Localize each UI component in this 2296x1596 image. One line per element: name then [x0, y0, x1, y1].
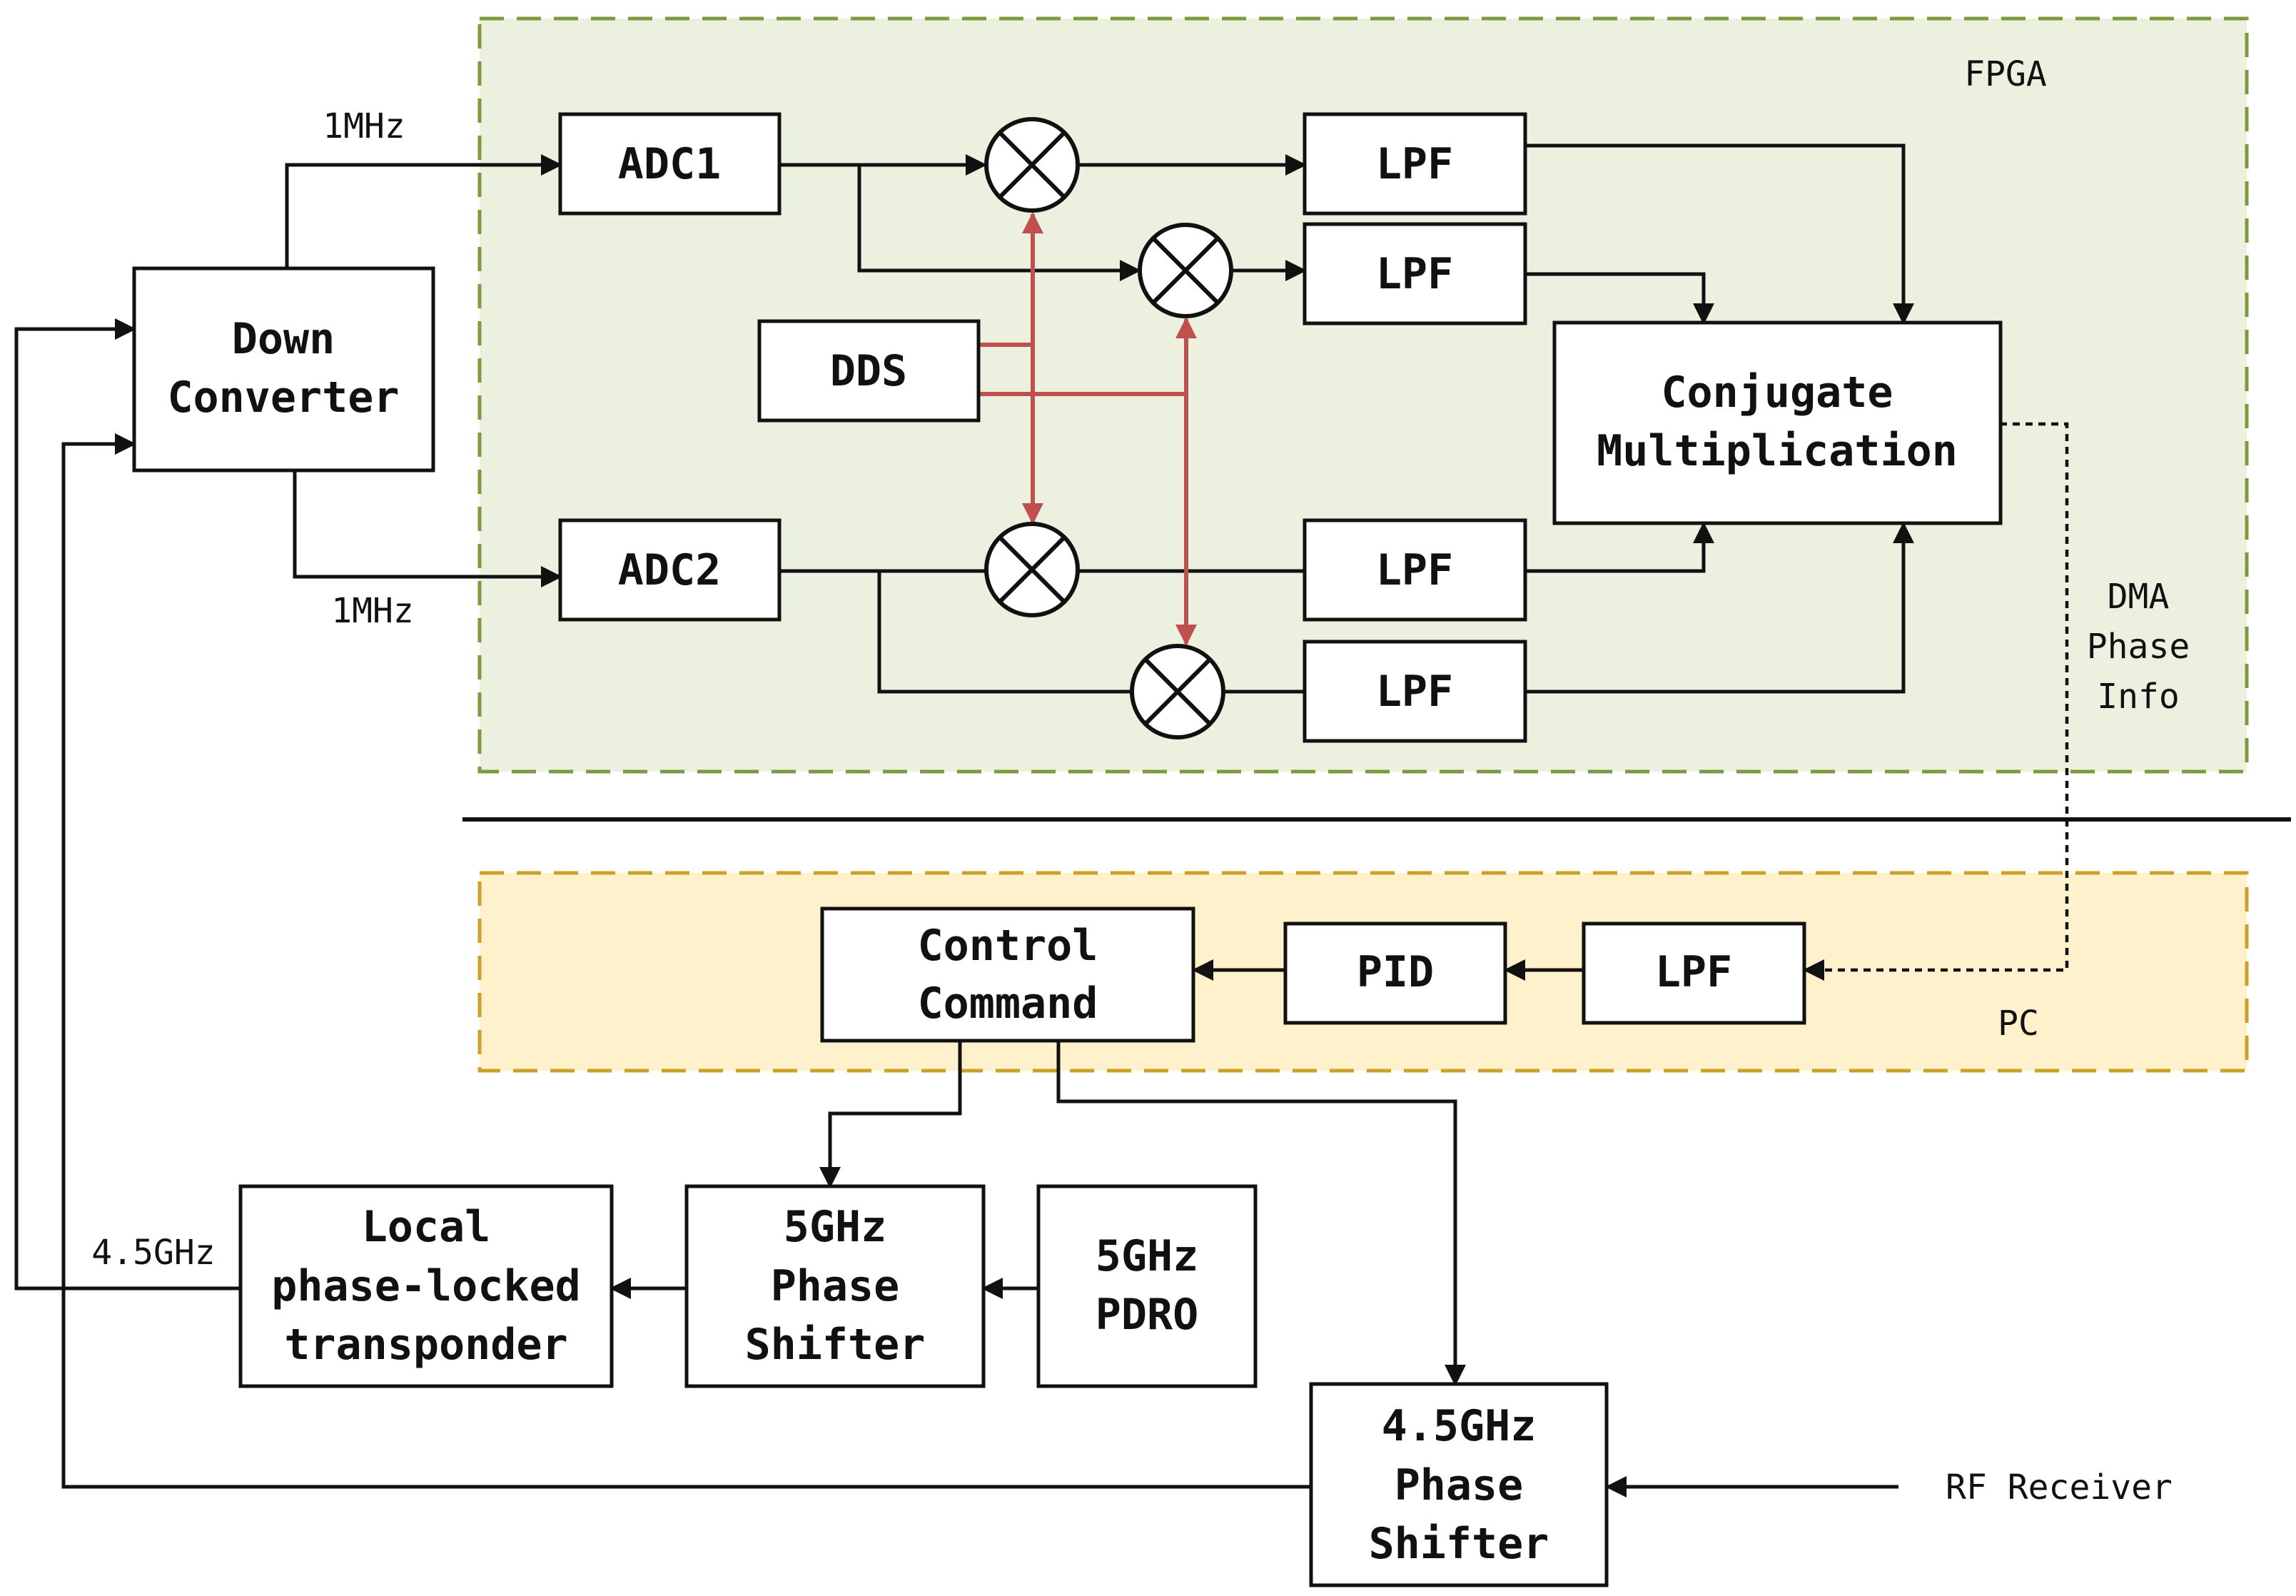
phase-shifter-5ghz-line-1: 5GHz [784, 1202, 887, 1252]
dma-label-line-2: Phase [2087, 627, 2190, 667]
lpf-block-1: LPF [1303, 112, 1527, 216]
lpf-block-3: LPF [1303, 518, 1527, 622]
conjugate-line-1: Conjugate [1661, 368, 1893, 418]
mixer-2 [1138, 223, 1233, 318]
wire-control-5ghz-shifter [819, 1041, 962, 1188]
phase-shifter-5ghz-line-2: Phase [771, 1261, 900, 1311]
lpf-label: LPF [1376, 249, 1453, 299]
phase-shifter-5ghz-line-3: Shifter [745, 1320, 926, 1370]
dds-wires [979, 212, 1197, 646]
lpf-label: LPF [1376, 545, 1453, 595]
dma-label-line-3: Info [2097, 677, 2180, 717]
freq-label-top: 1MHz [323, 106, 405, 146]
wire-dc-adc1 [285, 154, 562, 268]
phase-shifter-4-5ghz-block: 4.5GHz Phase Shifter [1309, 1382, 1609, 1587]
wire-adc2-mixer4 [877, 571, 1131, 694]
phase-shifter-4-5ghz-line-3: Shifter [1369, 1519, 1549, 1569]
phase-shifter-4-5ghz-line-2: Phase [1395, 1460, 1524, 1510]
wire-adc1-mixer2 [857, 165, 1141, 281]
rf-receiver-label: RF Receiver [1946, 1468, 2173, 1507]
wire-dc-adc2 [293, 471, 562, 587]
down-converter-line-2: Converter [167, 373, 399, 423]
control-command-line-2: Command [918, 979, 1098, 1029]
wire-control-4-5ghz-shifter [1056, 1041, 1466, 1386]
control-command-block: Control Command [820, 906, 1195, 1043]
pc-lpf-label: LPF [1655, 947, 1732, 997]
mixer-3 [984, 522, 1080, 617]
phase-shifter-5ghz-block: 5GHz Phase Shifter [684, 1184, 986, 1388]
adc1-block: ADC1 [558, 112, 782, 216]
lpf-block-2: LPF [1303, 222, 1527, 325]
pc-lpf-block: LPF [1582, 921, 1806, 1025]
dds-label: DDS [830, 346, 907, 396]
down-converter-line-1: Down [232, 314, 335, 364]
down-converter-block: Down Converter [132, 266, 435, 473]
adc2-block: ADC2 [558, 518, 782, 622]
pc-label: PC [1998, 1004, 2039, 1044]
control-command-line-1: Control [918, 921, 1098, 971]
conjugate-multiplication-block: Conjugate Multiplication [1552, 320, 2003, 525]
fpga-label: FPGA [1964, 54, 2047, 94]
local-transponder-line-3: transponder [284, 1320, 567, 1370]
local-transponder-block: Local phase-locked transponder [238, 1184, 614, 1388]
local-transponder-line-1: Local [362, 1202, 491, 1252]
pid-label: PID [1357, 947, 1434, 997]
pdro-5ghz-line-2: PDRO [1096, 1290, 1199, 1340]
wire-lpf4-conj [1526, 522, 1914, 694]
lpf-label: LPF [1376, 139, 1453, 189]
mixer-4 [1130, 644, 1225, 739]
local-transponder-line-2: phase-locked [271, 1261, 580, 1311]
wire-lpf3-conj [1526, 522, 1714, 573]
conjugate-line-2: Multiplication [1597, 426, 1958, 476]
signal-wires [14, 143, 2069, 1497]
pdro-5ghz-line-1: 5GHz [1096, 1231, 1199, 1281]
wire-4-5ghz-shifter-dc [61, 433, 1311, 1489]
wire-transponder-dc [14, 318, 241, 1291]
freq-label-4-5ghz: 4.5GHz [91, 1233, 215, 1273]
adc2-label: ADC2 [618, 545, 722, 595]
lpf-label: LPF [1376, 667, 1453, 717]
dds-block: DDS [757, 319, 981, 423]
wire-lpf2-conj [1526, 272, 1714, 325]
pid-block: PID [1283, 921, 1507, 1025]
wire-lpf1-conj [1526, 143, 1914, 325]
phase-shifter-4-5ghz-line-1: 4.5GHz [1382, 1401, 1537, 1451]
pdro-5ghz-block: 5GHz PDRO [1036, 1184, 1258, 1388]
wire-dma-phase-info [1803, 422, 2069, 981]
freq-label-bottom: 1MHz [331, 591, 414, 631]
dma-label-line-1: DMA [2108, 577, 2170, 617]
lpf-block-4: LPF [1303, 640, 1527, 743]
adc1-label: ADC1 [618, 139, 722, 189]
mixer-1 [984, 117, 1080, 213]
